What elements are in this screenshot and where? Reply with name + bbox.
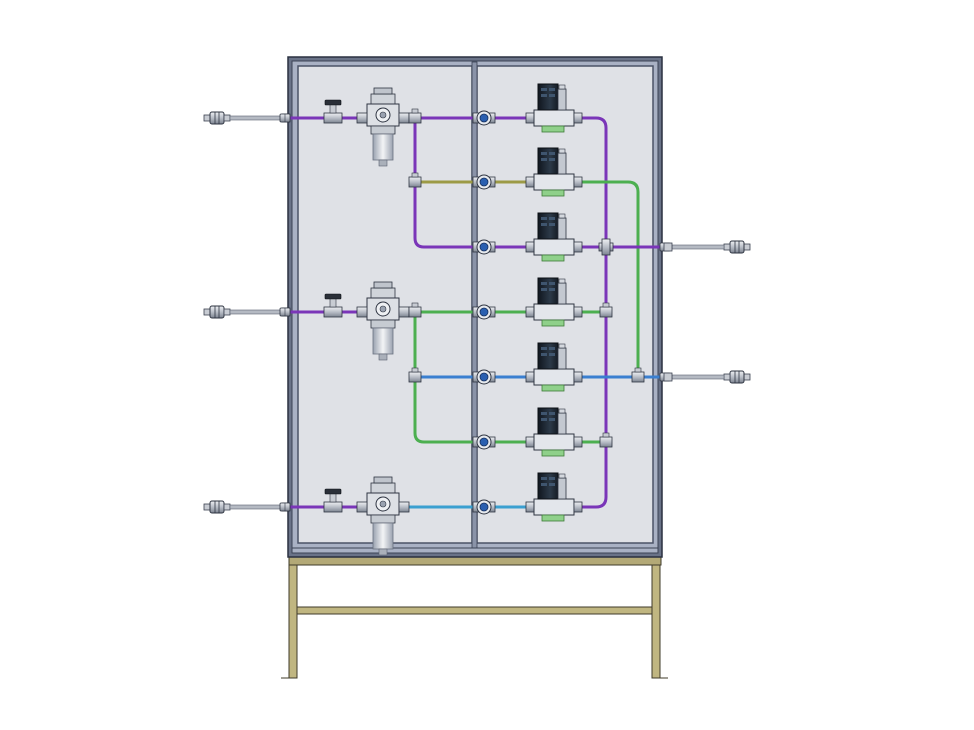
outlet-2-connector [663, 370, 751, 384]
pipe-return-green [580, 180, 640, 379]
pipe-header-1-drop [413, 116, 530, 249]
pipe-connector-icon [472, 110, 496, 126]
inlet-2-connector [203, 305, 291, 319]
inlet-3-connector [203, 500, 291, 514]
outlet-connectors [659, 240, 751, 384]
inlet-connectors [203, 111, 291, 514]
pipe-connector-icon [472, 369, 496, 385]
pipe-header-2-drop [413, 310, 530, 444]
pipe-connector-icon [472, 434, 496, 450]
outlet-1-connector [663, 240, 751, 254]
pipe-connector-icon [472, 304, 496, 320]
pipe-connector-icon [472, 499, 496, 515]
stand [281, 556, 668, 679]
pipe-connector-icon [472, 174, 496, 190]
inlet-1-connector [203, 111, 291, 125]
pipe-connector-icon [472, 239, 496, 255]
